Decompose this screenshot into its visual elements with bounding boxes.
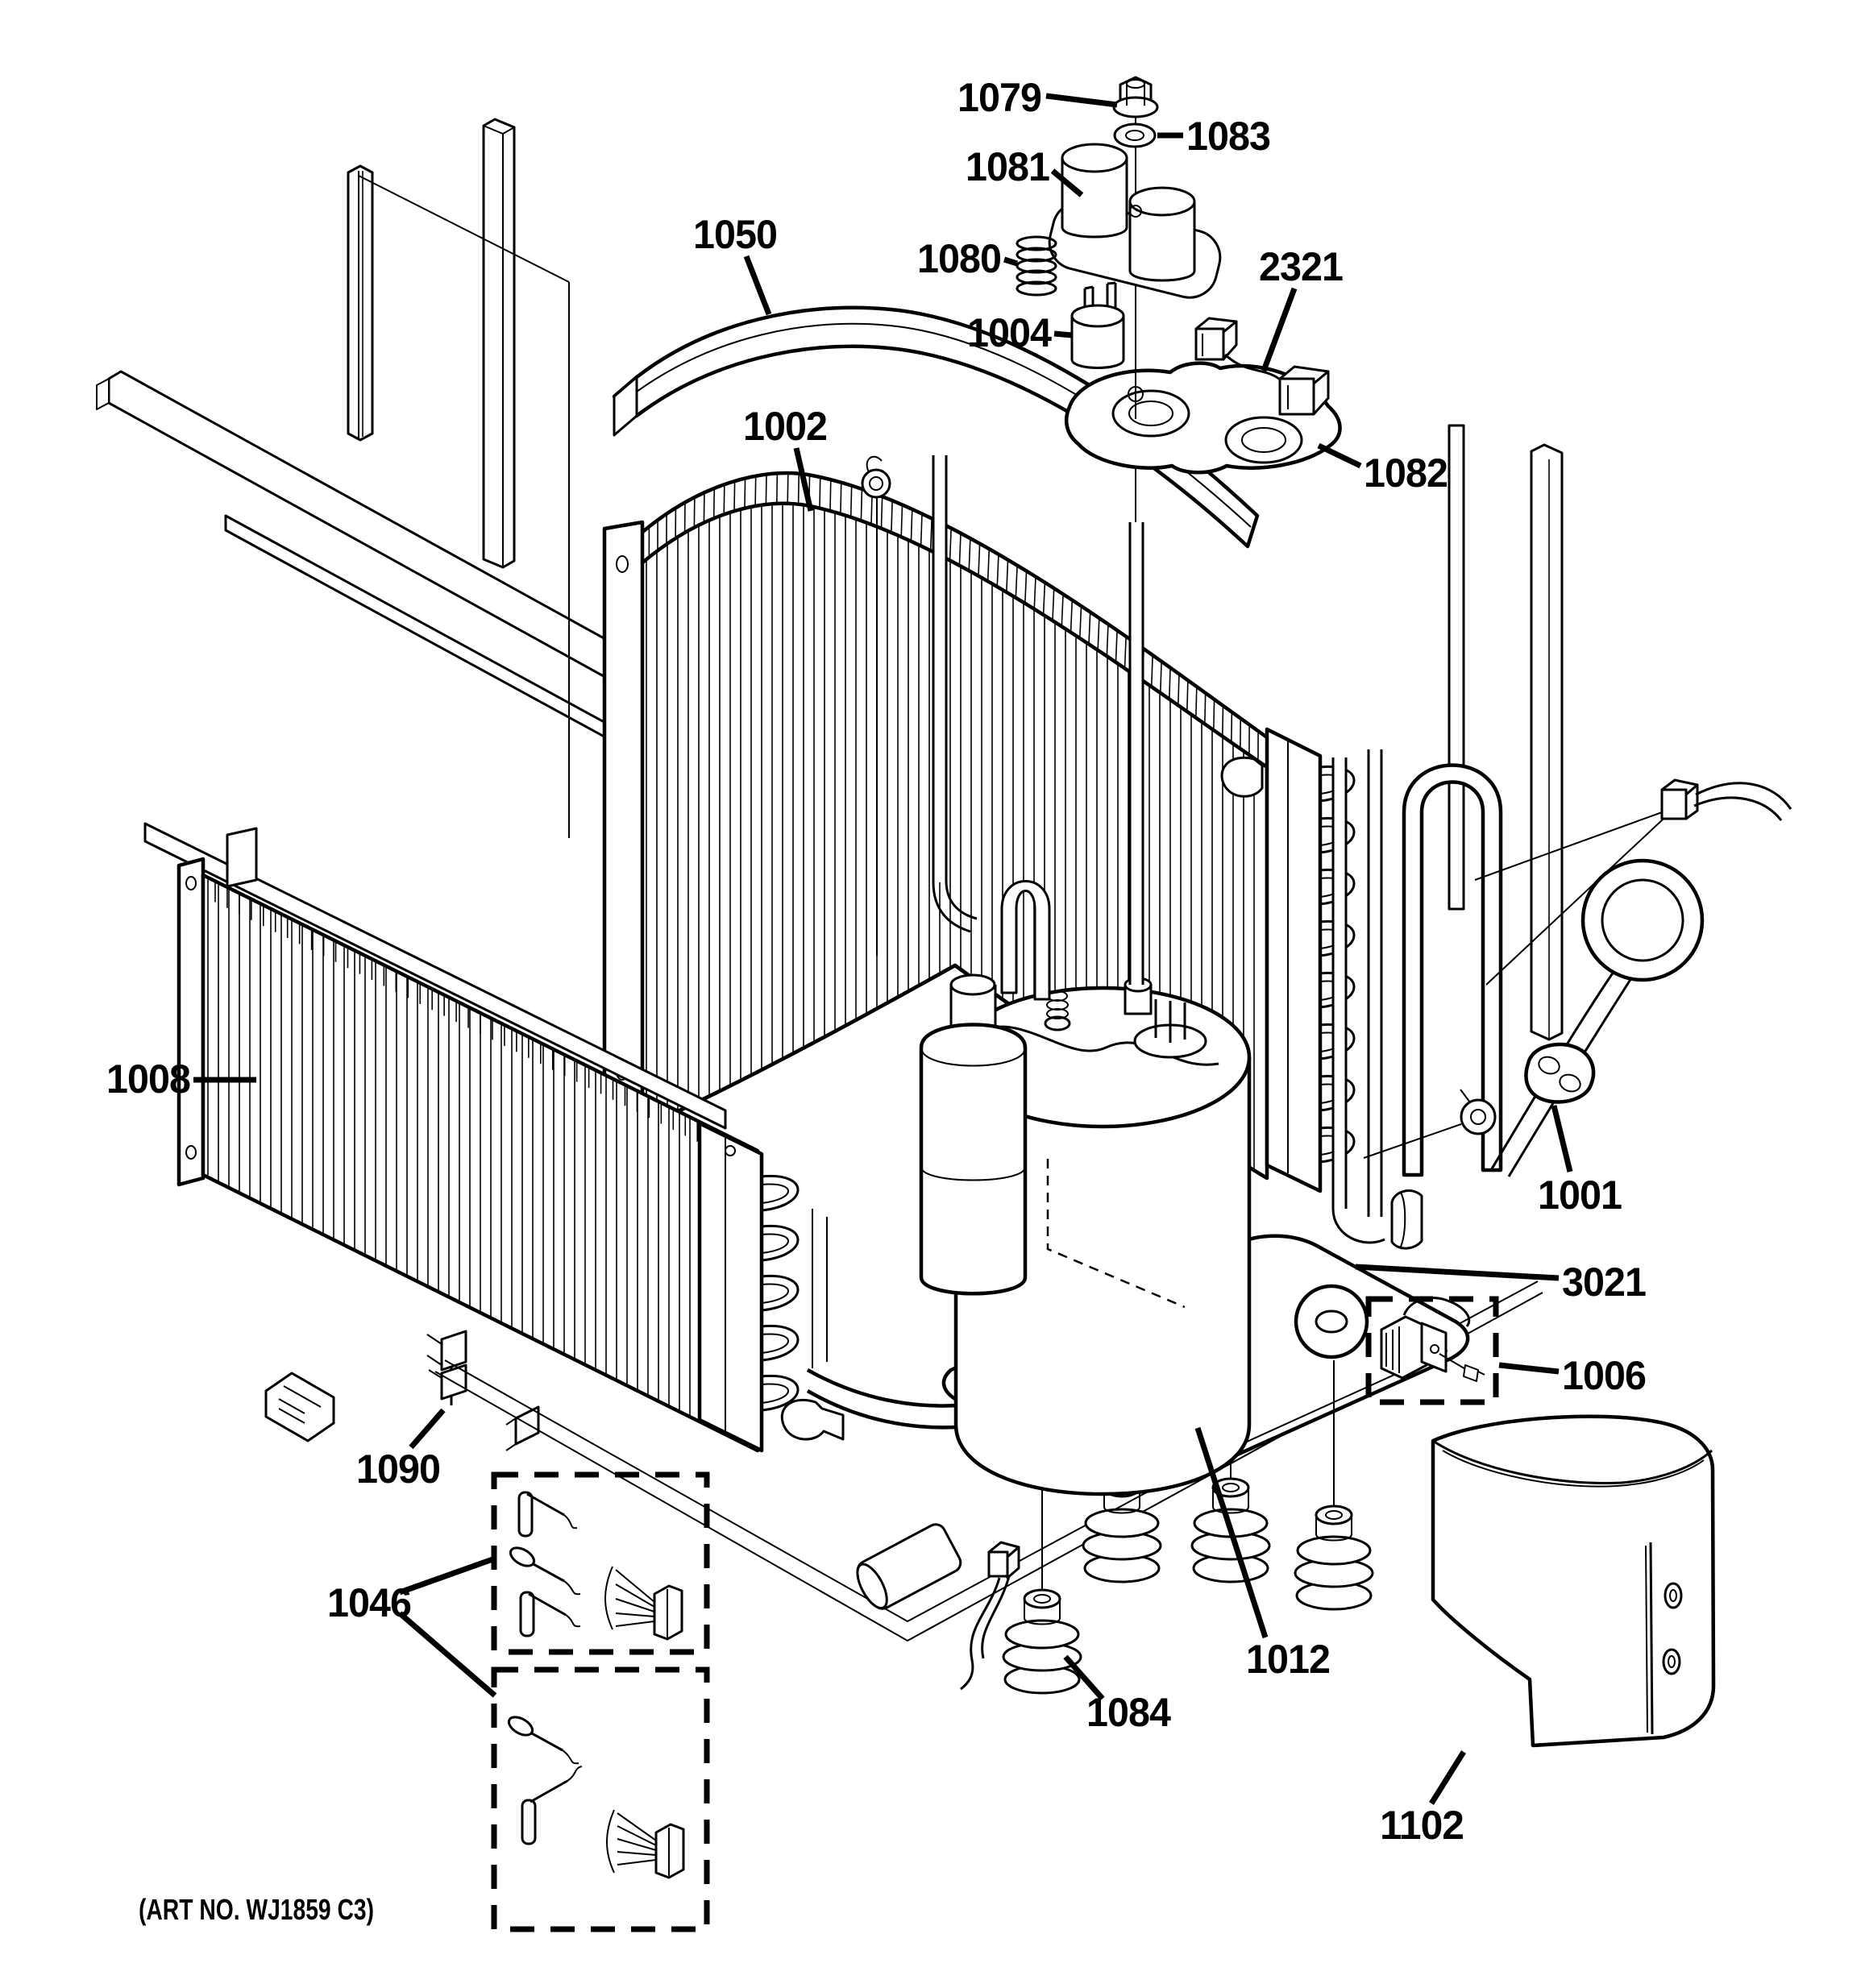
rubber-eyelet-right: [1460, 1098, 1497, 1135]
compressor-assembly: [941, 977, 1470, 1695]
right-tube-assembly: [1265, 424, 1792, 1250]
probe-sensor: [521, 1799, 537, 1845]
part-number-text: 3021: [1562, 1260, 1646, 1305]
rubber-mount-1001: [1524, 1042, 1596, 1104]
part-number-text: 1084: [1086, 1690, 1171, 1735]
part-number-text: 1008: [106, 1056, 190, 1102]
part-label-1079: 1079: [957, 75, 1118, 120]
part-label-1012: 1012: [1194, 1426, 1331, 1682]
coil-right-end-plate: [1265, 727, 1323, 1193]
part-number-text: 1001: [1538, 1172, 1622, 1218]
labels-layer: 1079 1083 1081 1080 1004 2321 1082 1050 1002 1008…: [106, 75, 1647, 1848]
part-number-text: 1004: [967, 310, 1052, 355]
accumulator-u-tube: [1000, 880, 1051, 1001]
coil-left-end-plate: [602, 520, 645, 1137]
baffle-sheet: [358, 171, 570, 838]
part-label-1008: 1008: [106, 1056, 256, 1102]
part-number-text: 1081: [966, 144, 1049, 189]
c-clip: [780, 1398, 845, 1441]
coil-top-seal: [143, 822, 727, 1130]
grid-clip: [264, 1372, 335, 1442]
screw: [1463, 1364, 1479, 1382]
part-number-text: 1082: [1364, 450, 1448, 496]
coil-left-end-plate: [177, 857, 206, 1187]
vertical-bar-right: [1530, 443, 1564, 1041]
half-sleeve: [1390, 1189, 1423, 1250]
part-label-1001: 1001: [1538, 1105, 1622, 1218]
part-label-1080: 1080: [917, 236, 1019, 281]
part-number-text: 1090: [356, 1446, 440, 1492]
coil-right-end-plate: [697, 1121, 764, 1453]
part-number-text: 1046: [327, 1580, 411, 1625]
top-parts: [1016, 76, 1342, 522]
part-label-1102: 1102: [1380, 1750, 1466, 1848]
part-label-1082: 1082: [1317, 442, 1448, 496]
dashed-box-2: [491, 1666, 710, 1932]
rubber-grommets-1084: [1002, 1477, 1374, 1695]
accumulator-body: [919, 1023, 1028, 1296]
sensor-kit-1046: [491, 1471, 710, 1932]
washer-1083: [1113, 122, 1157, 148]
wire-connector-bottom: [960, 1541, 1020, 1691]
plug-1004: [1070, 316, 1125, 369]
part-number-text: 2321: [1259, 244, 1343, 289]
dashed-box-1: [491, 1471, 710, 1655]
plug-prongs: [1083, 281, 1117, 316]
condenser-coil-1008: [143, 822, 1186, 1453]
part-label-1083: 1083: [1157, 114, 1271, 159]
part-number-text: 1079: [957, 75, 1041, 120]
part-label-1084: 1084: [1063, 1654, 1172, 1735]
paddle-sensor: [507, 1716, 534, 1737]
return-bends: [761, 1174, 800, 1412]
part-number-text: 1006: [1562, 1353, 1646, 1398]
paddle-sensor: [509, 1546, 536, 1567]
compressor-body: [953, 1057, 1252, 1496]
vertical-bar-right-thin: [1448, 424, 1465, 911]
discharge-stub: [1124, 985, 1153, 1015]
part-number-text: 1050: [693, 212, 777, 257]
part-number-text: 1080: [917, 236, 1001, 281]
art-number: (ART NO. WJ1859 C3): [139, 1893, 374, 1926]
foam-tube: [856, 1523, 962, 1610]
part-number-text: 1012: [1246, 1637, 1330, 1682]
rubber-eyelet-top: [861, 468, 891, 499]
valve-1006: [1365, 1296, 1499, 1405]
accumulator: [919, 455, 1051, 1296]
part-label-1006: 1006: [1498, 1353, 1647, 1398]
big-u-tube: [1402, 763, 1503, 1177]
part-label-2321: 2321: [1259, 244, 1344, 372]
solenoid-body: [1380, 1315, 1428, 1380]
vertical-bar-left: [347, 164, 374, 442]
part-label-1081: 1081: [966, 144, 1084, 197]
angle-clip: [514, 1405, 540, 1446]
part-label-1090: 1090: [356, 1408, 446, 1492]
probe-sensor: [517, 1491, 534, 1538]
part-number-text: 1002: [743, 404, 827, 449]
shroud-1102: [1431, 1414, 1716, 1748]
part-label-3021: 3021: [1355, 1260, 1647, 1305]
long-seal-rail-end: [96, 378, 110, 410]
dashed-box-1006: [1365, 1296, 1499, 1405]
clips-small-parts: [264, 455, 1264, 1451]
part-label-1004: 1004: [967, 310, 1073, 355]
sensor-coil-loop: [1580, 858, 1705, 982]
discharge-tube: [1128, 522, 1144, 985]
vertical-bar-mid: [482, 118, 516, 569]
spring-1080: [1016, 235, 1057, 297]
end-plate-tab: [226, 827, 258, 888]
part-label-1002: 1002: [743, 404, 828, 512]
part-number-text: 1083: [1186, 114, 1270, 159]
c-clip-right: [1220, 756, 1264, 798]
part-label-1046: 1046: [327, 1555, 497, 1698]
probe-sensor: [519, 1591, 535, 1637]
process-stub: [1044, 1015, 1071, 1031]
part-label-1050: 1050: [693, 212, 778, 316]
part-number-text: 1102: [1380, 1803, 1464, 1848]
